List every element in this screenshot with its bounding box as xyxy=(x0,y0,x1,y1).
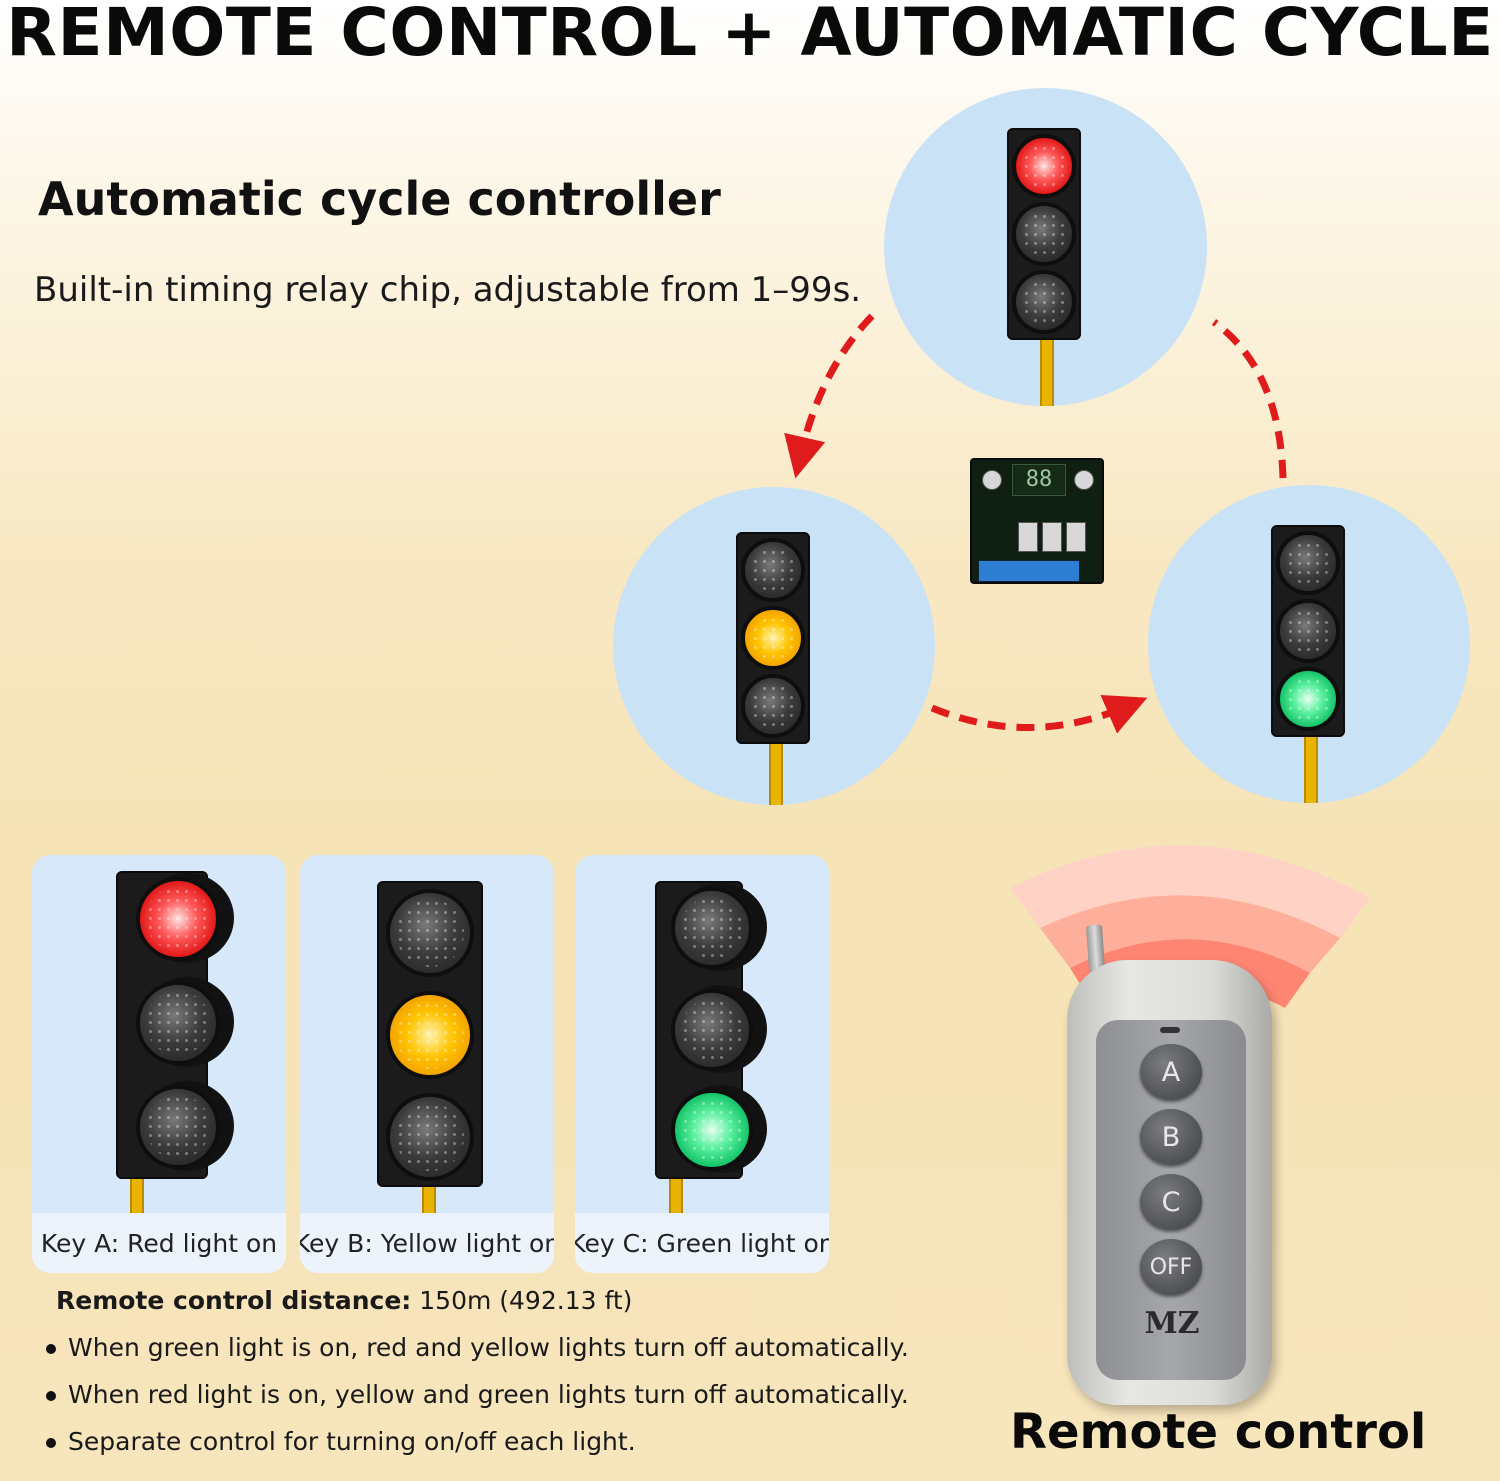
green-lamp-off xyxy=(386,1093,474,1181)
yellow-lamp-off xyxy=(671,989,753,1071)
arrow-red-to-yellow xyxy=(784,313,875,479)
bullet-item: Separate control for turning on/off each… xyxy=(46,1427,636,1456)
arrow-yellow-to-green xyxy=(930,694,1148,734)
cycle-circle-red xyxy=(884,88,1207,406)
chip-relay xyxy=(1018,522,1038,552)
chip-relay xyxy=(1066,522,1086,552)
yellow-lamp-off xyxy=(1276,599,1340,663)
chip-relay xyxy=(1042,522,1062,552)
key-card-a: Key A: Red light on xyxy=(32,855,286,1273)
remote-button-a[interactable]: A xyxy=(1140,1044,1202,1100)
pole xyxy=(1304,735,1318,803)
remote-button-b[interactable]: B xyxy=(1140,1109,1202,1165)
key-a-caption: Key A: Red light on xyxy=(32,1213,286,1273)
arrow-green-to-red xyxy=(1211,319,1287,479)
red-lamp-lit xyxy=(1012,134,1076,198)
yellow-lamp-off xyxy=(136,981,220,1065)
red-lamp-off xyxy=(386,889,474,977)
remote-distance-value: 150m (492.13 ft) xyxy=(411,1286,633,1315)
bullet-dot-icon xyxy=(46,1438,56,1448)
key-b-caption: Key B: Yellow light on xyxy=(300,1213,554,1273)
chip-component xyxy=(982,470,1002,490)
bullet-item: When green light is on, red and yellow l… xyxy=(46,1333,909,1362)
remote-distance: Remote control distance: 150m (492.13 ft… xyxy=(56,1286,632,1315)
cycle-circle-yellow xyxy=(613,487,935,805)
key-card-b: Key B: Yellow light on xyxy=(300,855,554,1273)
page-title: REMOTE CONTROL + AUTOMATIC CYCLE xyxy=(6,0,1494,71)
red-lamp-off xyxy=(671,887,753,969)
bullet-text: Separate control for turning on/off each… xyxy=(68,1427,636,1456)
remote-distance-label: Remote control distance: xyxy=(56,1286,412,1315)
pole xyxy=(130,1173,144,1223)
remote-button-off[interactable]: OFF xyxy=(1140,1239,1202,1295)
pole xyxy=(769,737,783,805)
bullet-text: When green light is on, red and yellow l… xyxy=(68,1333,909,1362)
chip-display: 88 xyxy=(1012,464,1066,496)
remote-button-c[interactable]: C xyxy=(1140,1174,1202,1230)
remote-led-icon xyxy=(1160,1027,1180,1033)
section-heading: Automatic cycle controller xyxy=(38,172,721,226)
red-lamp-off xyxy=(1276,531,1340,595)
chip-terminal-block xyxy=(978,560,1080,582)
bullet-dot-icon xyxy=(46,1344,56,1354)
yellow-lamp-lit xyxy=(741,606,805,670)
red-lamp-off xyxy=(741,538,805,602)
green-lamp-lit xyxy=(1276,667,1340,731)
green-lamp-off xyxy=(1012,270,1076,334)
yellow-lamp-lit xyxy=(386,991,474,1079)
red-lamp-lit xyxy=(136,877,220,961)
green-lamp-off xyxy=(136,1085,220,1169)
bullet-text: When red light is on, yellow and green l… xyxy=(68,1380,909,1409)
chip-component xyxy=(1074,470,1094,490)
green-lamp-off xyxy=(741,674,805,738)
green-lamp-lit xyxy=(671,1089,753,1171)
cycle-circle-green xyxy=(1148,485,1470,803)
section-description: Built-in timing relay chip, adjustable f… xyxy=(34,270,862,310)
pole xyxy=(669,1173,683,1223)
bullet-dot-icon xyxy=(46,1391,56,1401)
remote-logo: MZ xyxy=(1144,1306,1200,1341)
remote-control-label: Remote control xyxy=(1010,1404,1427,1460)
pole xyxy=(1040,328,1054,406)
yellow-lamp-off xyxy=(1012,202,1076,266)
key-c-caption: Key C: Green light on xyxy=(575,1213,829,1273)
bullet-item: When red light is on, yellow and green l… xyxy=(46,1380,909,1409)
key-card-c: Key C: Green light on xyxy=(575,855,829,1273)
